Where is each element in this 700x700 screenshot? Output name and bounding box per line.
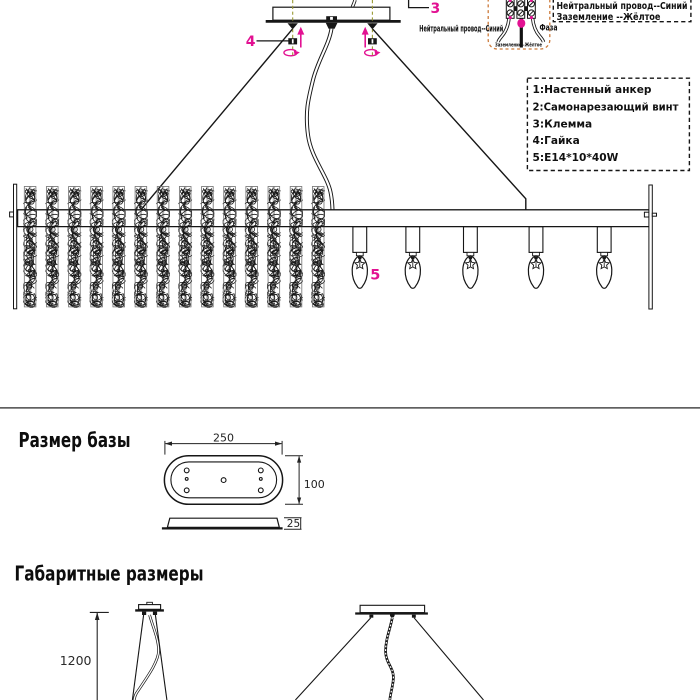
- dim-25: [284, 517, 302, 530]
- cone-right: [367, 23, 378, 30]
- cord-grip: [325, 22, 338, 29]
- base-thickness-value: 25: [287, 518, 300, 530]
- legend-item-5: 5:E14*10*40W: [533, 152, 619, 164]
- legend-item-2: 2:Самонарезающий винт: [533, 102, 680, 114]
- callout-4-label: 4: [246, 34, 256, 50]
- terminal-block: Заземление--Жёлтое: [487, 0, 551, 50]
- callout-4: 4: [246, 34, 290, 50]
- legend-box: 1:Настенный анкер 2:Самонарезающий винт …: [526, 77, 691, 172]
- rod-left: [140, 28, 293, 211]
- base-size-title: Размер базы: [19, 428, 131, 452]
- end-plates: [9, 183, 657, 310]
- left-end-plate: [13, 183, 18, 310]
- terminal-outline-box: [487, 0, 551, 50]
- legend-item-1: 1:Настенный анкер: [533, 84, 652, 96]
- overall-size-title: Габаритные размеры: [15, 561, 204, 585]
- base-holes: [183, 467, 264, 494]
- bulbs: [351, 226, 613, 289]
- cone-left: [287, 23, 298, 30]
- callout-5-label: 5: [370, 268, 380, 284]
- wiring-note-box: Нейтральный провод--Синий Заземление --Ж…: [552, 0, 692, 23]
- rod-right: [372, 28, 527, 226]
- base-plan-view: 250 100: [163, 431, 325, 506]
- dim-250: [164, 440, 283, 455]
- base-height-value: 100: [304, 478, 325, 491]
- wiring-note-line2: Заземление --Жёлтое: [557, 11, 661, 23]
- legend-item-4: 4:Гайка: [533, 135, 580, 147]
- left-bolt: [9, 211, 15, 218]
- right-bolt-stub: [651, 212, 657, 217]
- overall-side-figure: [131, 601, 168, 700]
- right-bolt: [643, 211, 650, 218]
- drop-value: 1200: [60, 653, 92, 668]
- phase-label: Фаза: [540, 24, 558, 34]
- base-width-value: 250: [213, 431, 234, 444]
- ceiling-canopy: [265, 0, 401, 29]
- ground-label: Заземление--Жёлтое: [495, 43, 542, 49]
- pendant-cable: [304, 28, 335, 210]
- legend-item-3: 3:Клемма: [533, 119, 593, 131]
- callout-3: 3: [407, 0, 441, 17]
- mounting-hardware: [287, 23, 378, 45]
- base-inner: [170, 461, 278, 499]
- dim-1200: 1200: [60, 611, 109, 700]
- base-side-view: 25: [161, 517, 302, 530]
- wiring-note-line1: Нейтральный провод--Синий: [557, 1, 688, 12]
- overall-front-figure: [294, 604, 484, 700]
- right-end-plate: [648, 184, 653, 310]
- callout-3-label: 3: [431, 1, 441, 17]
- crystal-panels: [20, 185, 328, 309]
- dim-100: [285, 455, 303, 505]
- neutral-label: Нейтральный провод--Синий: [419, 24, 503, 34]
- suspension-rods: [140, 28, 527, 226]
